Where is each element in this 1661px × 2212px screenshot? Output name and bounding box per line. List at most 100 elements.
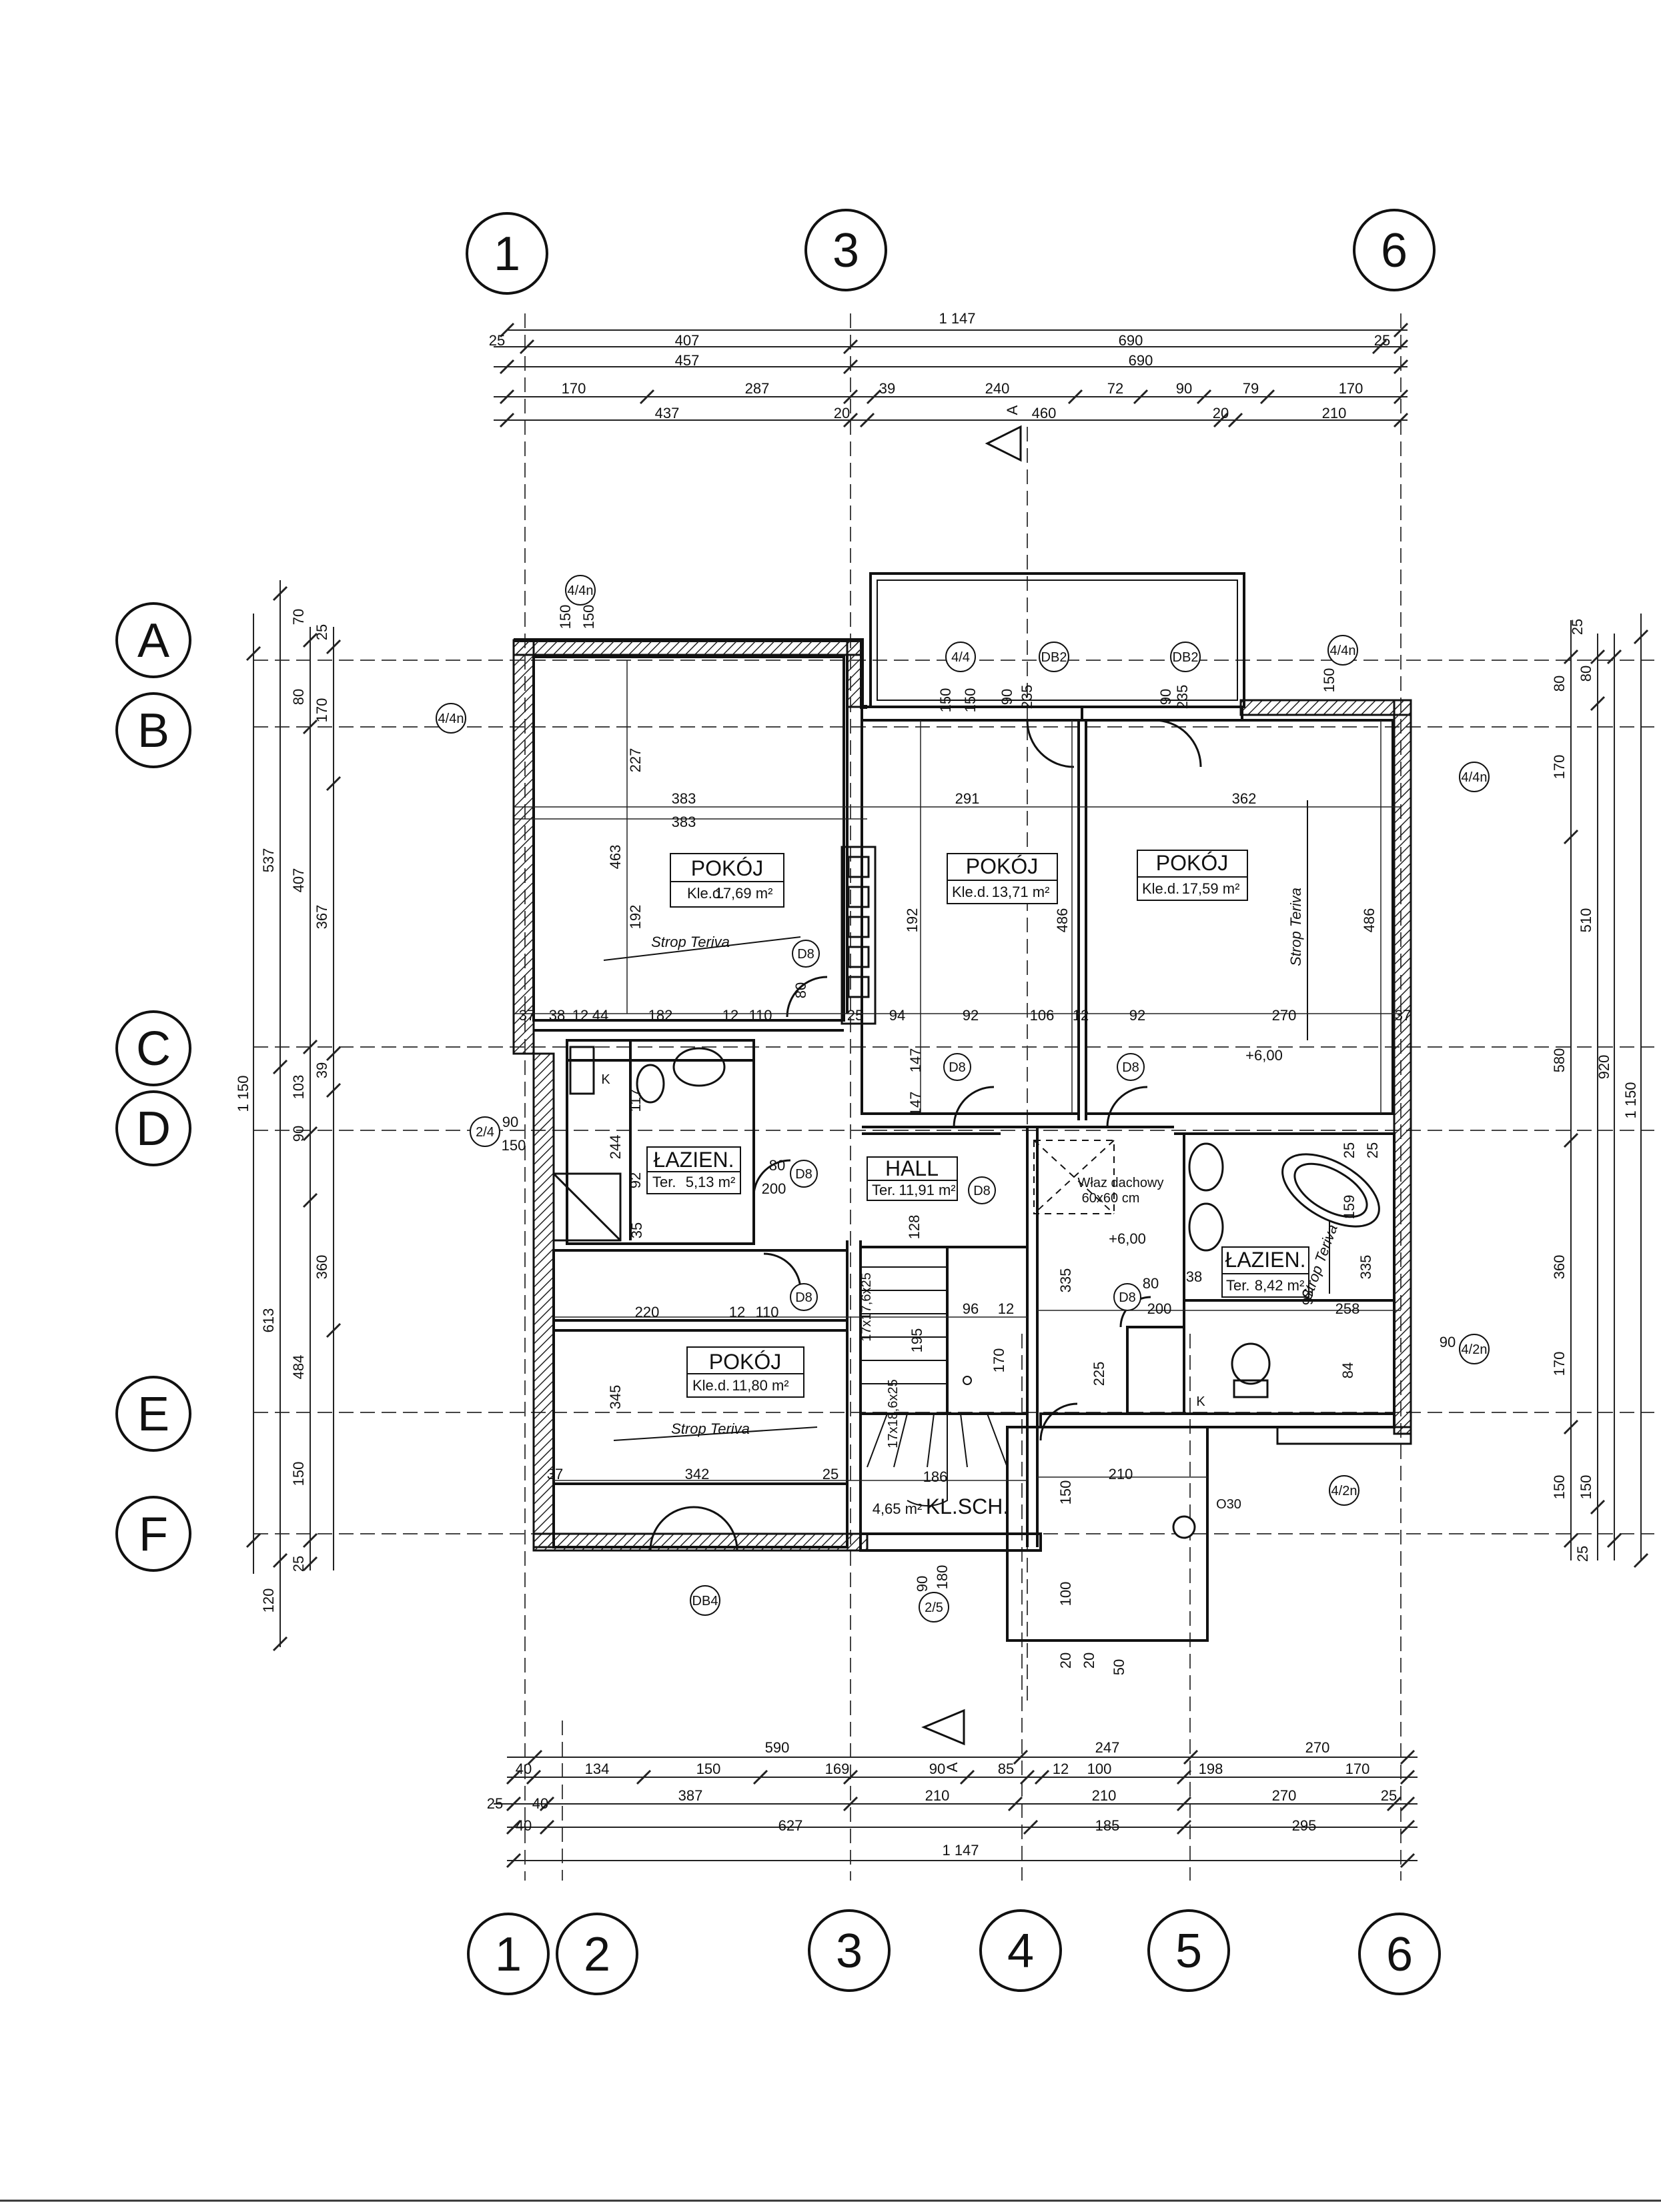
roof-hatch	[1033, 1140, 1115, 1214]
room-prefix: Ter.	[652, 1174, 676, 1190]
top-dim: 90	[1176, 380, 1192, 397]
door-tag: D8	[973, 1184, 991, 1198]
interior-dim: 94	[889, 1007, 905, 1024]
interior-dim-lines	[514, 660, 1401, 1481]
left-dim: 360	[314, 1255, 330, 1280]
door-tag: D8	[795, 1167, 812, 1182]
interior-dim: 192	[627, 905, 644, 930]
interior-dim: 225	[1091, 1362, 1107, 1386]
interior-dim: 383	[672, 814, 696, 830]
interior-dim: 291	[955, 790, 980, 807]
section-label: A	[1004, 405, 1021, 415]
interior-dim: 90	[1440, 1334, 1456, 1350]
interior-dim: 25	[847, 1007, 863, 1024]
interior-dim: 44	[592, 1007, 608, 1024]
room-name: HALL	[885, 1156, 939, 1180]
left-dim: 537	[260, 848, 277, 873]
left-dim: 484	[290, 1355, 307, 1380]
bottom-dim: 90	[929, 1761, 945, 1777]
bottom-dim: 40	[516, 1761, 532, 1777]
room-area: 4,65 m²	[873, 1500, 923, 1517]
room-area: 8,42 m²	[1255, 1277, 1305, 1294]
slab-note: Strop Teriva	[671, 1420, 750, 1437]
left-dim: 39	[314, 1062, 330, 1078]
bottom-dim: 40	[532, 1795, 548, 1812]
interior-dim: 92	[1299, 1289, 1316, 1305]
axis-top-3: 3	[833, 224, 859, 277]
interior-dim: 90	[502, 1114, 518, 1130]
interior-dim: 35	[628, 1222, 645, 1238]
room-name: POKÓJ	[1156, 851, 1228, 875]
interior-dim: 90	[1157, 689, 1174, 705]
room-name: ŁAZIEN.	[654, 1148, 734, 1172]
top-dim-total: 1 147	[939, 310, 975, 327]
interior-dim: 12	[722, 1007, 738, 1024]
room-prefix: Ter.	[872, 1182, 895, 1198]
room-area: 13,71 m²	[992, 884, 1050, 900]
bottom-dim: 295	[1292, 1817, 1317, 1834]
bottom-dim: 627	[778, 1817, 803, 1834]
interior-dim: 195	[909, 1328, 925, 1353]
slab-note: Strop Teriva	[651, 934, 730, 950]
window-tag: 2/5	[925, 1600, 943, 1615]
left-dim: 407	[290, 868, 307, 893]
column-marker	[1172, 1515, 1196, 1539]
bottom-dim: 85	[998, 1761, 1014, 1777]
top-dim: 210	[1322, 405, 1347, 421]
left-dim: 367	[314, 905, 330, 930]
bottom-dim: 25	[1381, 1787, 1397, 1804]
window-tag: DB2	[1173, 650, 1199, 665]
interior-dim: 170	[991, 1348, 1007, 1373]
room-name: KL.SCH.	[926, 1494, 1009, 1518]
top-dim: 20	[1213, 405, 1229, 421]
bottom-dim: 210	[925, 1787, 950, 1804]
interior-dim: 50	[1111, 1659, 1127, 1675]
right-dim: 80	[1551, 676, 1568, 692]
interior-dim: 80	[1143, 1275, 1159, 1292]
interior-dim: 84	[1339, 1362, 1356, 1378]
interior-dim: 110	[755, 1304, 778, 1320]
level-mark: +6,00	[1245, 1047, 1283, 1064]
bottom-dim: 185	[1095, 1817, 1120, 1834]
left-dim: 150	[290, 1462, 307, 1486]
room-name: POKÓJ	[709, 1350, 781, 1374]
bottom-dim: 210	[1092, 1787, 1117, 1804]
room-name: POKÓJ	[691, 856, 763, 880]
interior-dim: 106	[1030, 1007, 1055, 1024]
top-dim: 407	[675, 332, 700, 349]
bottom-dim: 25	[487, 1795, 503, 1812]
bottom-dim: 169	[825, 1761, 850, 1777]
axis-bubbles-left	[115, 602, 191, 1572]
window-tag: 4/2n	[1331, 1484, 1357, 1498]
k-mark: K	[1196, 1394, 1205, 1409]
top-dim: 20	[834, 405, 850, 421]
door-tag: D8	[949, 1060, 966, 1075]
interior-dim: 258	[1335, 1300, 1360, 1317]
interior-dim: 147	[907, 1048, 924, 1073]
top-dim: 170	[1339, 380, 1363, 397]
interior-dim: 12	[998, 1300, 1014, 1317]
window-tag: 4/4n	[1330, 644, 1356, 658]
interior-dim: 80	[769, 1157, 785, 1174]
left-dim: 25	[290, 1556, 307, 1572]
interior-dim: 150	[557, 605, 574, 630]
interior-dim: 90	[999, 689, 1015, 705]
interior-dim: 335	[1057, 1268, 1074, 1293]
axis-bottom-6: 6	[1386, 1928, 1413, 1981]
top-dimension-lines	[494, 322, 1409, 428]
axis-left-b: B	[137, 704, 169, 758]
left-dimension-lines	[245, 580, 342, 1652]
roof-hatch-size: 60x60 cm	[1082, 1191, 1140, 1206]
axis-left-d: D	[136, 1102, 171, 1156]
door-tag: D8	[795, 1290, 812, 1305]
bottom-dim: 270	[1305, 1739, 1330, 1756]
interior-dim: 37	[519, 1007, 535, 1024]
section-marker-bottom	[921, 1709, 965, 1746]
interior-dim: 37	[1395, 1007, 1411, 1024]
bottom-dimension-lines	[494, 1749, 1418, 1869]
interior-dim: 12	[1073, 1007, 1089, 1024]
room-prefix: Kle.d.	[952, 884, 989, 900]
interior-dim: 210	[1109, 1466, 1133, 1482]
chimney-block	[841, 846, 877, 1025]
top-dim: 25	[1374, 332, 1390, 349]
